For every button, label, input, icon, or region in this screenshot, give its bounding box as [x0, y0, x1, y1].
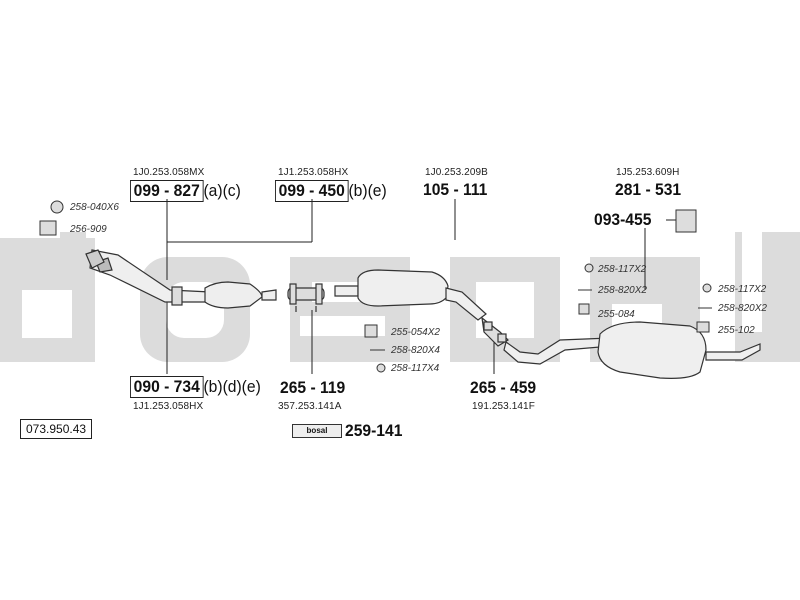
part-number: 265 - 459 — [470, 378, 537, 397]
part-number: 093-455 — [594, 210, 652, 229]
catalytic-converter — [204, 281, 277, 309]
part-number: 099 - 450(b)(e) — [275, 180, 387, 202]
part-number: 105 - 111 — [423, 180, 488, 199]
brand-label: bosal — [306, 426, 328, 435]
rear-muffler — [503, 321, 761, 379]
accessory-label: 258-820X4 — [391, 345, 440, 356]
part-number: 281 - 531 — [615, 180, 682, 199]
accessory-label: 258-117X4 — [391, 363, 440, 374]
accessory-label: 258-040X6 — [70, 202, 119, 213]
part-suffix: (b)(d)(e) — [203, 377, 261, 396]
ring-icon-3 — [702, 283, 712, 293]
ring-icon — [376, 363, 386, 373]
oem-label: 357.253.141A — [278, 401, 342, 412]
oem-label: 1J5.253.609H — [616, 167, 680, 178]
oem-label: 1J1.253.058HX — [133, 401, 204, 412]
accessory-label: 255-054X2 — [391, 327, 440, 338]
part-number-box: 099 - 827 — [130, 180, 204, 202]
ring-icon-2 — [584, 263, 594, 273]
part-number-box: 099 - 450 — [275, 180, 349, 202]
accessory-label: 258-117X2 — [598, 264, 647, 275]
front-muffler — [334, 269, 487, 321]
catalog-number: 073.950.43 — [20, 419, 93, 439]
clamp-265-119 — [287, 283, 325, 312]
mount-icon — [675, 209, 697, 233]
part-number-box: 090 - 734 — [130, 376, 204, 398]
oem-label: 1J1.253.058HX — [278, 167, 349, 178]
hanger-icon-2 — [696, 321, 710, 333]
oem-label: 1J0.253.209B — [425, 167, 488, 178]
accessory-label: 258-117X2 — [718, 284, 767, 295]
accessory-label: 258-820X2 — [718, 303, 767, 314]
part-suffix: (a)(c) — [203, 181, 241, 200]
oem-label: 191.253.141F — [472, 401, 535, 412]
brand-tube: bosal — [292, 424, 342, 438]
part-number: 265 - 119 — [280, 378, 346, 397]
accessory-label: 258-820X2 — [598, 285, 647, 296]
hanger-icon — [578, 303, 590, 315]
part-number: 090 - 734(b)(d)(e) — [130, 376, 261, 398]
clamp-265-459 — [481, 316, 509, 347]
bracket-icon — [364, 324, 378, 338]
oem-label: 1J0.253.058MX — [133, 167, 205, 178]
accessory-label: 256-909 — [70, 224, 107, 235]
nut-icon — [50, 200, 64, 214]
part-number: 259-141 — [345, 421, 403, 440]
accessory-label: 255-102 — [718, 325, 755, 336]
front-pipe — [85, 249, 211, 306]
gasket-icon — [39, 220, 57, 236]
part-suffix: (b)(e) — [348, 181, 387, 200]
accessory-label: 255-084 — [598, 309, 635, 320]
part-number: 099 - 827(a)(c) — [130, 180, 241, 202]
